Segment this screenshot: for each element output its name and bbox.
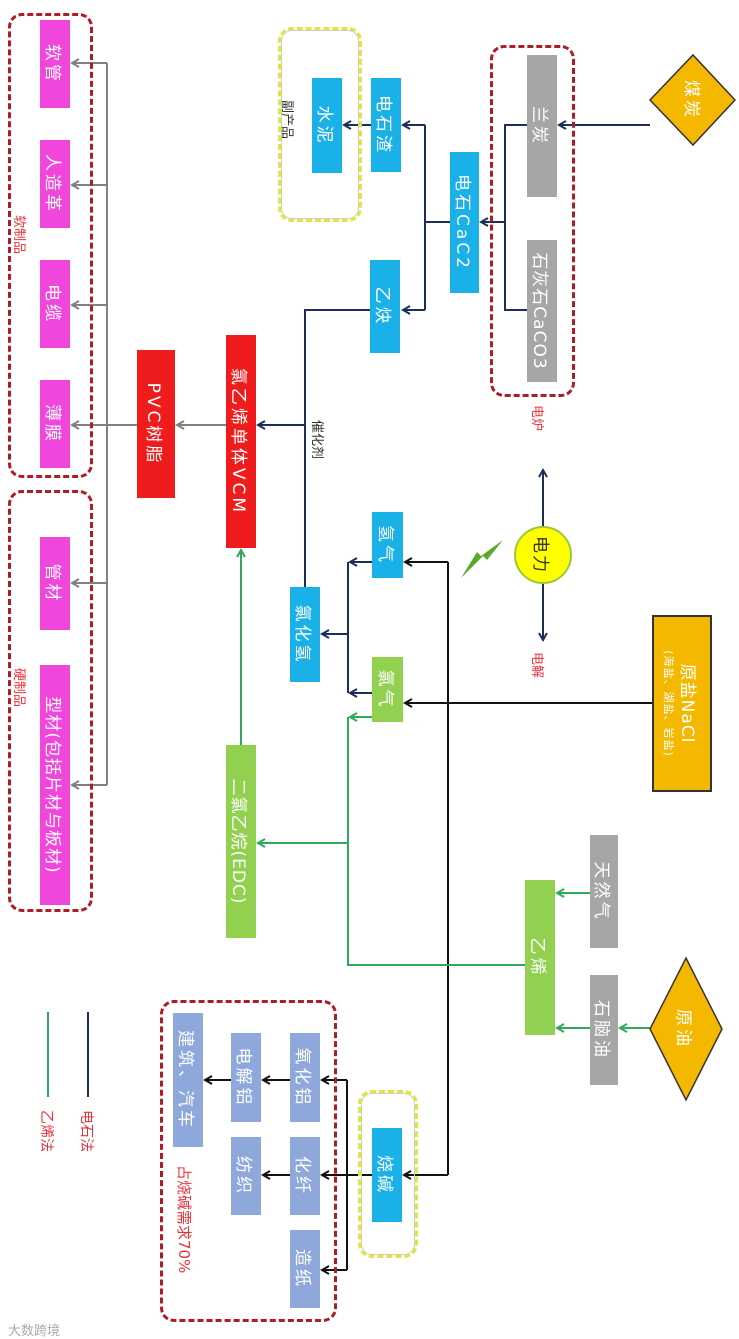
legend-carbide-label: 电石法 — [78, 1110, 94, 1152]
crude-oil-diamond — [649, 956, 723, 1102]
soft-products-label: 软制品 — [11, 215, 26, 255]
legend-ethylene-label: 乙烯法 — [38, 1110, 54, 1152]
node-edc: 二氯乙烷(EDC) — [226, 745, 256, 938]
node-calcium-carbide: 电石CaC2 — [450, 152, 479, 293]
power-circle — [514, 526, 572, 584]
node-cement: 水泥 — [312, 78, 342, 173]
product-hose: 软管 — [40, 20, 70, 108]
product-film: 薄膜 — [40, 380, 70, 468]
node-construction-auto: 建筑、汽车 — [173, 1013, 203, 1147]
node-naphtha: 石脑油 — [590, 975, 618, 1085]
node-pvc-resin: PVC树脂 — [137, 350, 175, 498]
raw-salt-title: 原盐NaCl — [677, 663, 698, 744]
legend-lines — [47, 1012, 89, 1097]
coal-label: 煤炭 — [681, 80, 702, 120]
node-papermaking: 造纸 — [290, 1230, 320, 1308]
caustic-lines — [205, 562, 652, 1270]
ethylene-route-lines — [241, 550, 650, 1028]
byproduct-label: 副产品 — [279, 100, 294, 140]
node-caustic-soda: 烧碱 — [372, 1128, 402, 1222]
coal-diamond — [648, 53, 737, 147]
furnace-label: 电炉 — [529, 405, 544, 432]
node-ethylene: 乙烯 — [525, 880, 555, 1035]
raw-salt-subtitle: (海盐、湖盐、岩盐) — [662, 650, 676, 757]
crude-oil-label: 原油 — [673, 1009, 694, 1049]
caustic-share-label: 占烧碱需求70% — [175, 1165, 193, 1274]
product-artificial-leather: 人造革 — [40, 140, 70, 228]
node-textile: 纺织 — [231, 1137, 261, 1215]
node-natural-gas: 天然气 — [590, 835, 618, 948]
node-limestone: 石灰石CaCO3 — [527, 240, 557, 382]
watermark: 大数跨境 — [8, 1324, 61, 1339]
carbide-route-lines — [258, 125, 650, 693]
product-lines — [72, 63, 226, 785]
product-pipe: 管材 — [40, 537, 70, 630]
hard-products-label: 硬制品 — [11, 668, 26, 708]
node-carbide-slag: 电石渣 — [371, 78, 401, 172]
node-vcm: 氯乙烯单体VCM — [226, 335, 256, 548]
catalyst-label: 催化剂 — [309, 420, 324, 460]
raw-salt-box: 原盐NaCl (海盐、湖盐、岩盐) — [652, 615, 712, 792]
power-label: 电力 — [530, 536, 551, 574]
product-cable: 电缆 — [40, 260, 70, 348]
lightning-icon — [461, 540, 503, 578]
node-semi-coke: 兰炭 — [527, 55, 557, 197]
node-alumina: 氧化铝 — [290, 1033, 320, 1122]
node-chlorine: 氯气 — [372, 657, 403, 722]
node-chemical-fiber: 化纤 — [290, 1137, 320, 1215]
node-hydrogen: 氢气 — [372, 512, 403, 578]
node-hcl: 氯化氢 — [290, 587, 320, 682]
product-profile: 型材(包括片材与板材) — [40, 665, 70, 905]
node-electrolytic-aluminum: 电解铝 — [231, 1033, 261, 1122]
node-acetylene: 乙炔 — [370, 260, 400, 353]
electrolysis-label: 电解 — [529, 652, 544, 679]
